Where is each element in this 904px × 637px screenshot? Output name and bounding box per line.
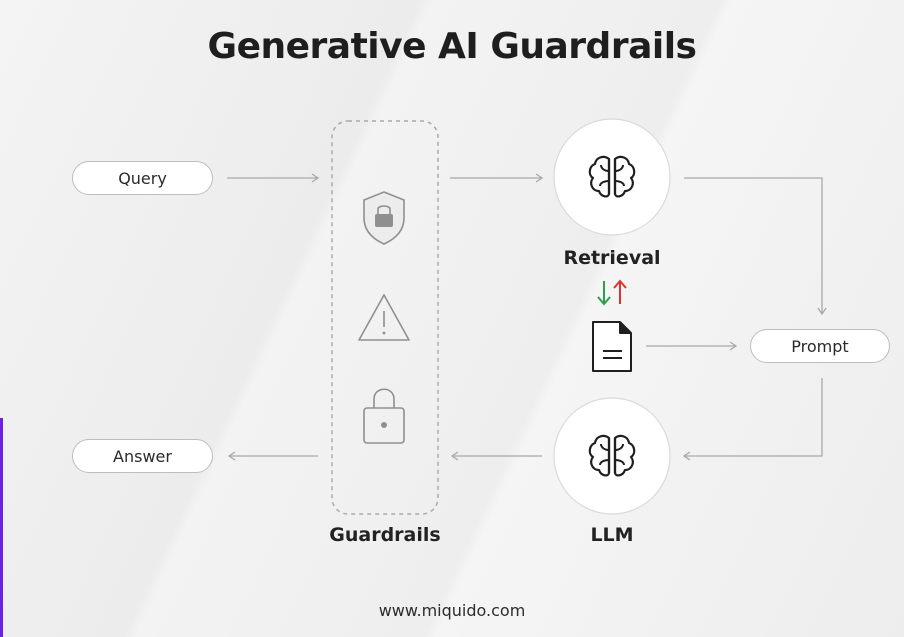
footer-url: www.miquido.com: [378, 601, 526, 620]
warning-icon: [358, 294, 410, 341]
llm-label: LLM: [590, 524, 634, 546]
brain-icon: [588, 434, 636, 477]
accent-bar: [0, 418, 3, 637]
arrow-prompt-to-llm: [682, 378, 823, 461]
answer-pill: Answer: [72, 439, 213, 473]
up-down-arrows-icon: [597, 279, 627, 306]
retrieval-node: [553, 118, 671, 236]
arrow-retrieval-to-prompt: [684, 177, 827, 316]
llm-node: [553, 397, 671, 515]
query-label: Query: [118, 168, 167, 188]
document-icon: [592, 321, 632, 372]
query-pill: Query: [72, 161, 213, 195]
brain-icon: [588, 155, 636, 198]
guardrails-box: [331, 120, 439, 515]
prompt-label: Prompt: [791, 336, 849, 356]
shield-lock-icon: [363, 191, 405, 245]
diagram-title: Generative AI Guardrails: [207, 26, 697, 67]
retrieval-label: Retrieval: [563, 247, 661, 269]
answer-label: Answer: [113, 446, 172, 466]
guardrails-label: Guardrails: [329, 524, 441, 546]
padlock-icon: [363, 388, 405, 444]
prompt-pill: Prompt: [750, 329, 890, 363]
